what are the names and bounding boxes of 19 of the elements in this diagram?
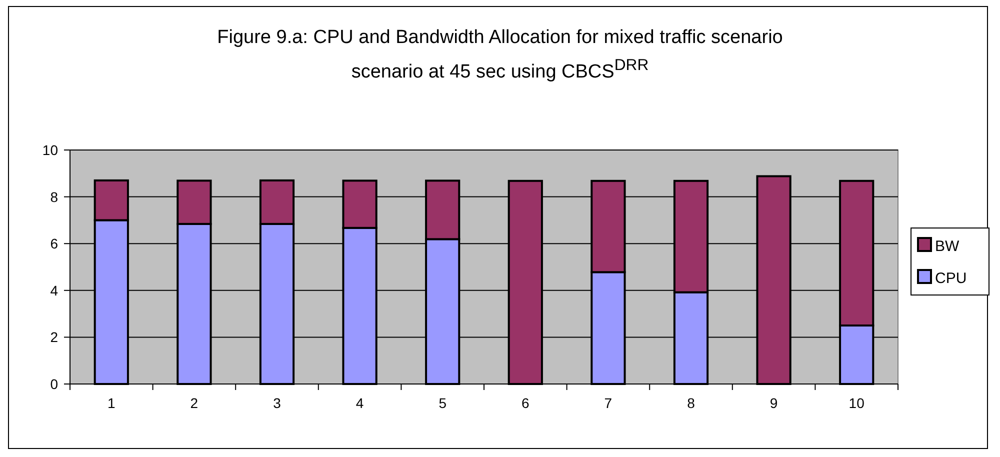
- x-tick-label: 5: [438, 395, 446, 411]
- y-tick-label: 4: [50, 282, 58, 298]
- legend-label: BW: [935, 238, 960, 255]
- x-tick-label: 4: [356, 395, 364, 411]
- legend-label: CPU: [935, 270, 967, 287]
- y-tick-label: 6: [50, 236, 58, 252]
- y-tick-label: 10: [42, 142, 58, 158]
- y-tick-label: 2: [50, 329, 58, 346]
- x-tick-label: 1: [108, 395, 116, 411]
- x-tick-label: 9: [770, 395, 778, 411]
- x-tick-label: 8: [687, 395, 695, 411]
- y-tick-label: 0: [50, 376, 58, 392]
- chart-title: Figure 9.a: CPU and Bandwidth Allocation for mixed traffic scenario scenario at 45 sec using CBCS$^{DRR}$: [216, 26, 784, 84]
- x-tick-label: 7: [604, 395, 612, 411]
- x-tick-label: 6: [522, 395, 530, 411]
- x-tick-label: 3: [273, 395, 281, 411]
- x-tick-label: 2: [190, 395, 198, 411]
- x-tick-label: 10: [848, 395, 864, 411]
- y-tick-label: 8: [50, 188, 58, 205]
